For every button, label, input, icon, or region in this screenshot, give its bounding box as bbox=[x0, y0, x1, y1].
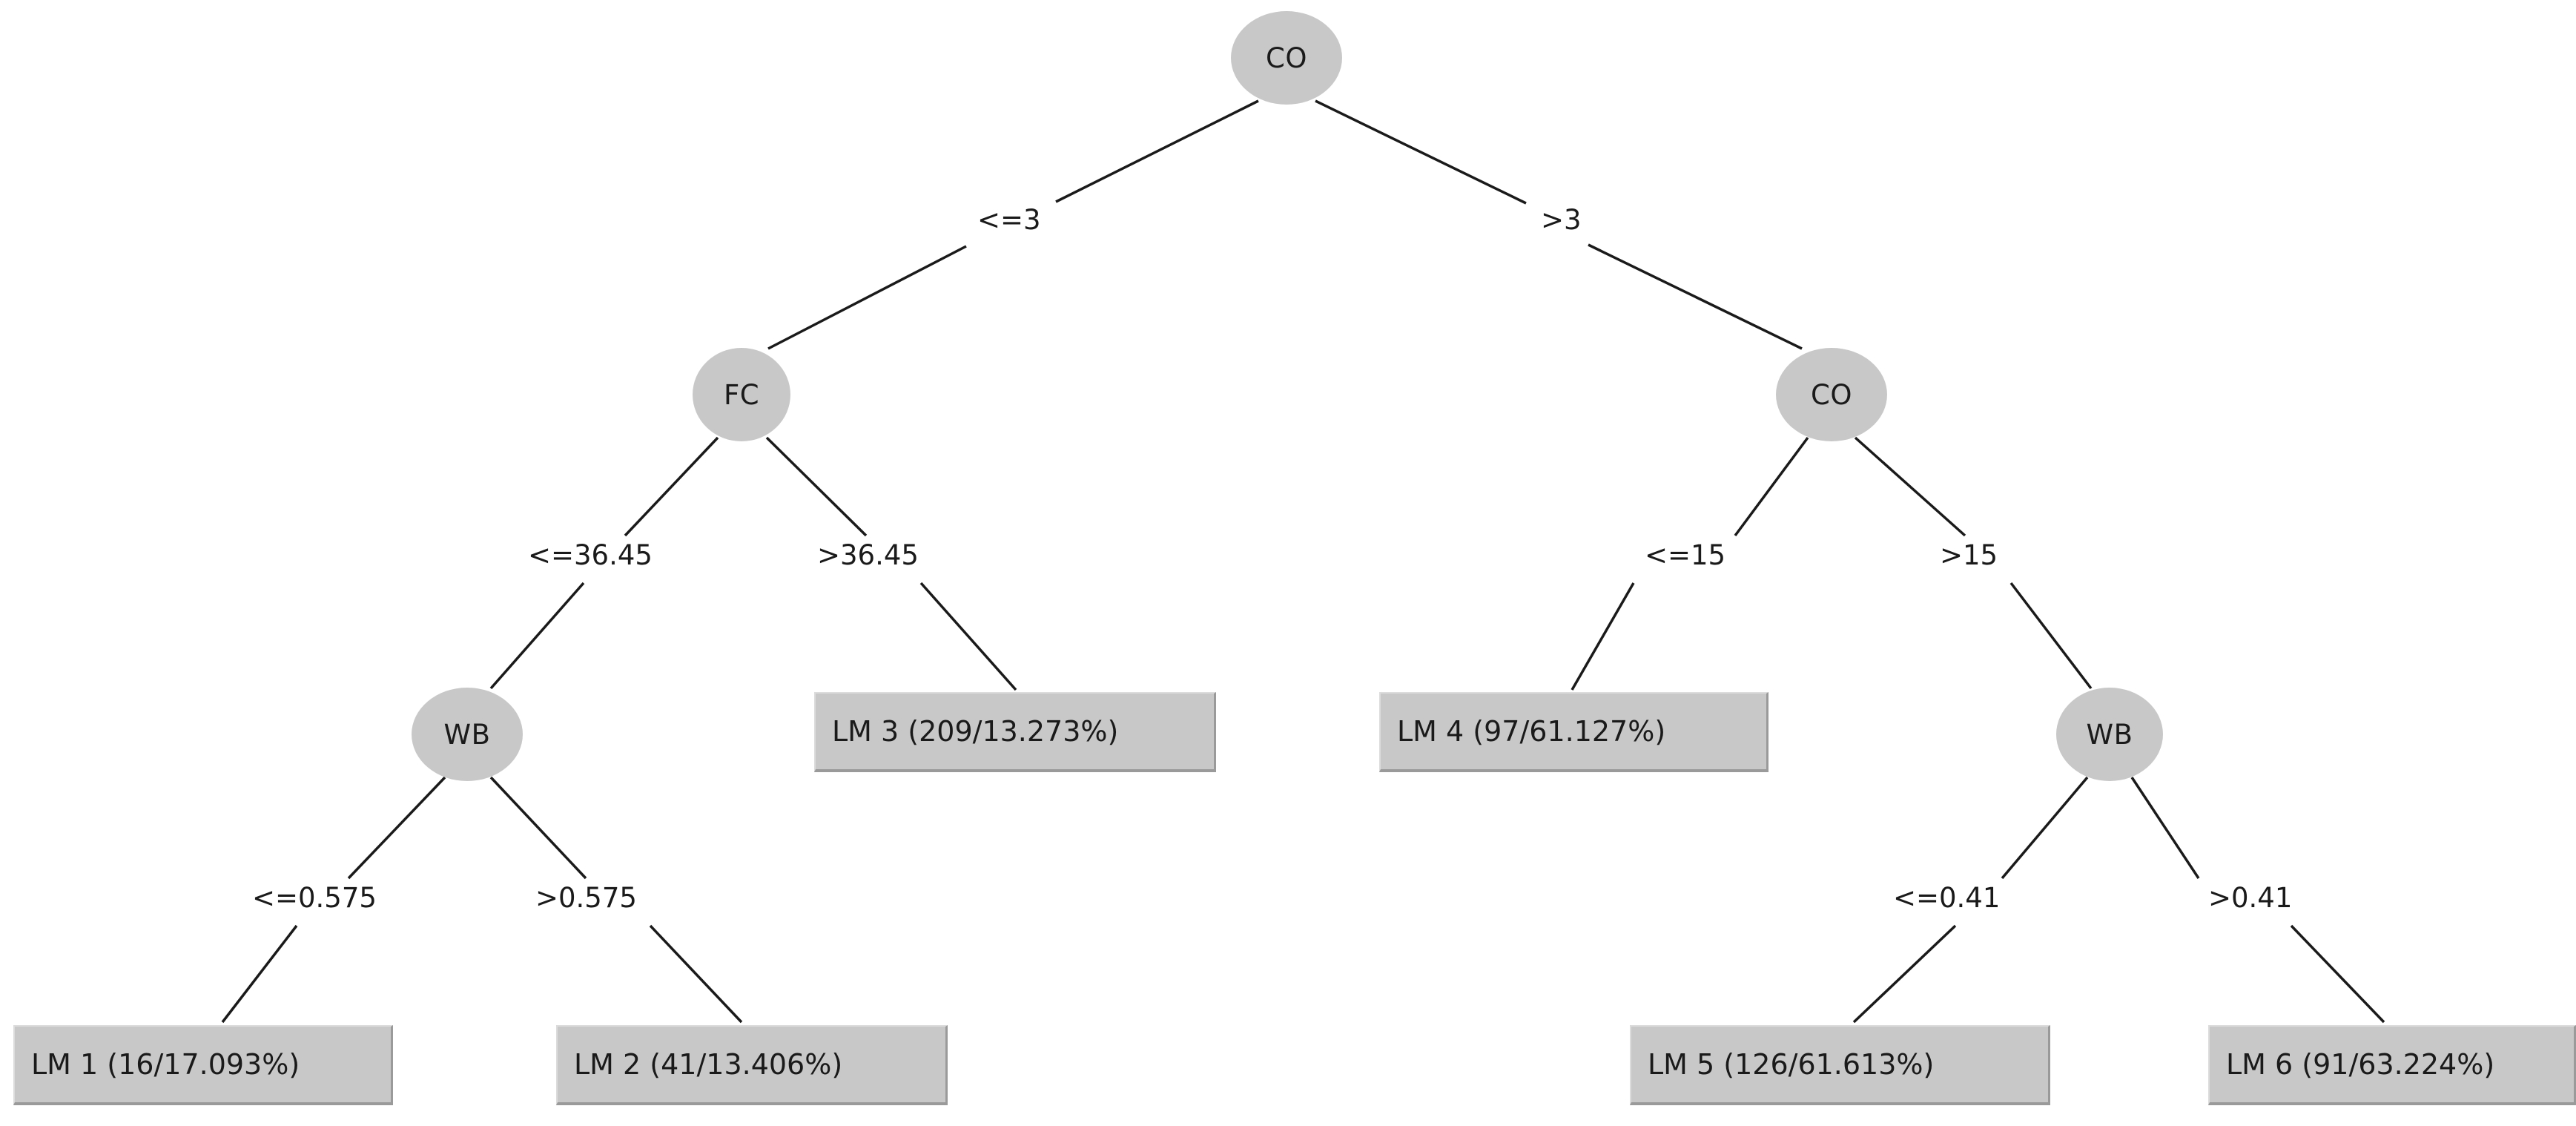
leaf-node-label: LM 6 (91/63.224%) bbox=[2226, 1048, 2495, 1081]
tree-edge-line bbox=[2290, 924, 2385, 1024]
split-node-co-2[interactable]: CO bbox=[1776, 348, 1887, 441]
edge-label-n0-n1: <=3 bbox=[977, 204, 1041, 236]
tree-edge-line bbox=[2130, 777, 2200, 879]
leaf-node-lm-6[interactable]: LM 6 (91/63.224%) bbox=[2208, 1025, 2576, 1105]
tree-edge-line bbox=[919, 582, 1017, 691]
tree-edge-line bbox=[1315, 99, 1527, 205]
split-node-label: CO bbox=[1266, 42, 1307, 74]
tree-edge-line bbox=[2001, 776, 2089, 880]
tree-edge-line bbox=[489, 582, 585, 690]
edge-label-n1-l3: >36.45 bbox=[817, 539, 919, 571]
split-node-label: WB bbox=[443, 718, 491, 751]
tree-edge-line bbox=[1571, 582, 1635, 691]
tree-edge-line bbox=[649, 924, 743, 1024]
edge-label-n4-l5: <=0.41 bbox=[1893, 882, 2001, 914]
tree-edge-line bbox=[1854, 436, 1966, 537]
tree-edge-line bbox=[347, 776, 446, 880]
tree-edge-line bbox=[1588, 243, 1803, 350]
edge-label-n1-n3: <=36.45 bbox=[528, 539, 653, 571]
leaf-node-label: LM 5 (126/61.613%) bbox=[1648, 1048, 1935, 1081]
leaf-node-lm-5[interactable]: LM 5 (126/61.613%) bbox=[1630, 1025, 2050, 1105]
tree-edge-line bbox=[489, 776, 587, 880]
leaf-node-lm-4[interactable]: LM 4 (97/61.127%) bbox=[1379, 692, 1768, 772]
split-node-label: CO bbox=[1811, 378, 1852, 411]
tree-edge-line bbox=[1055, 99, 1259, 203]
leaf-node-label: LM 3 (209/13.273%) bbox=[832, 715, 1119, 748]
tree-edge-line bbox=[624, 436, 719, 537]
split-node-label: WB bbox=[2086, 718, 2133, 751]
leaf-node-label: LM 2 (41/13.406%) bbox=[574, 1048, 843, 1081]
tree-edge-line bbox=[765, 436, 868, 537]
edge-label-n2-l4: <=15 bbox=[1645, 539, 1726, 571]
leaf-node-label: LM 1 (16/17.093%) bbox=[31, 1048, 300, 1081]
edge-label-n3-l1: <=0.575 bbox=[252, 882, 377, 914]
leaf-node-lm-1[interactable]: LM 1 (16/17.093%) bbox=[13, 1025, 393, 1105]
edge-label-n3-l2: >0.575 bbox=[535, 882, 637, 914]
split-node-wb-4[interactable]: WB bbox=[2056, 688, 2163, 781]
tree-edge-line bbox=[2009, 582, 2093, 690]
edge-label-n0-n2: >3 bbox=[1541, 204, 1582, 236]
tree-edge-line bbox=[1852, 924, 1957, 1024]
tree-edge-line bbox=[221, 924, 298, 1024]
split-node-co-0[interactable]: CO bbox=[1231, 11, 1342, 105]
split-node-fc-1[interactable]: FC bbox=[693, 348, 790, 441]
tree-edge-line bbox=[767, 245, 967, 350]
split-node-label: FC bbox=[723, 378, 760, 411]
edge-label-n4-l6: >0.41 bbox=[2208, 882, 2293, 914]
edge-label-n2-n4: >15 bbox=[1940, 539, 1998, 571]
split-node-wb-3[interactable]: WB bbox=[412, 688, 523, 781]
leaf-node-label: LM 4 (97/61.127%) bbox=[1397, 715, 1666, 748]
leaf-node-lm-2[interactable]: LM 2 (41/13.406%) bbox=[556, 1025, 948, 1105]
leaf-node-lm-3[interactable]: LM 3 (209/13.273%) bbox=[814, 692, 1216, 772]
tree-edge-line bbox=[1734, 436, 1809, 537]
